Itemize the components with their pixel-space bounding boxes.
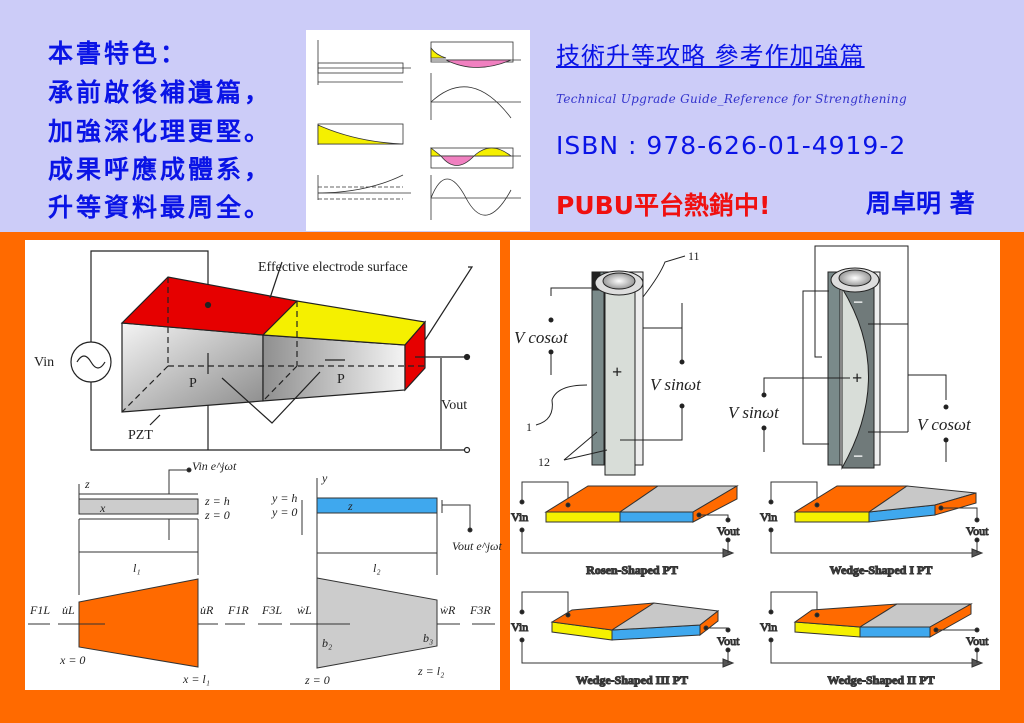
vin-label: Vin [511, 620, 528, 634]
vout-label: Vout [966, 634, 989, 648]
vout-label: Vout [717, 524, 740, 538]
vout-exp-label: Vout e^jωt [452, 539, 503, 553]
part-number: 1 [526, 420, 532, 434]
width-label: b₃ [423, 631, 433, 645]
z-0-label: z = 0 [204, 508, 230, 522]
force-label: F3R [469, 603, 491, 617]
pt-face [545, 511, 621, 523]
voltage-label: V sinωt [650, 375, 702, 394]
z-axis-label: z [347, 499, 353, 513]
part-number: 12 [538, 455, 550, 469]
vin-label: Vin [760, 620, 777, 634]
force-label: F3L [261, 603, 282, 617]
vout-label: Vout [966, 524, 989, 538]
l2-label: l₂ [373, 561, 381, 575]
feature-line: 成果呼應成體系， [48, 155, 273, 184]
polarization-label: P [189, 376, 197, 391]
feature-line: 承前啟後補遺篇， [48, 78, 273, 107]
beam-model-figure [28, 467, 495, 669]
plus-sign: + [852, 368, 862, 388]
vin-label: Vin [760, 510, 777, 524]
width-label: b₂ [322, 636, 332, 650]
vin-label: Vin [34, 355, 54, 370]
velocity-label: ẇL [297, 603, 312, 617]
xl1-label: x = l₁ [182, 672, 210, 686]
pt-face [692, 485, 738, 523]
velocity-label: u̇R [200, 603, 214, 617]
velocity-label: ẇR [440, 603, 456, 617]
voltage-label: V cosωt [514, 328, 569, 347]
voltage-label: V sinωt [728, 403, 780, 422]
voltage-label: V cosωt [917, 415, 972, 434]
pt-caption: Wedge-Shaped I PT [830, 563, 933, 577]
book-title: 技術升等攻略 參考作加強篇 [556, 42, 865, 70]
mode-shape-thumbnail [306, 30, 530, 231]
part-number: 11 [688, 249, 700, 263]
book-subtitle: Technical Upgrade Guide_Reference for St… [556, 92, 907, 106]
isbn: ISBN : 978-626-01-4919-2 [556, 131, 907, 160]
minus-sign: − [853, 292, 863, 312]
minus-sign: − [853, 446, 863, 466]
pzt-label: PZT [128, 428, 153, 443]
y-0-label: y = 0 [271, 505, 297, 519]
tube-transducer-figure [535, 245, 949, 476]
y-axis-label: y [321, 471, 328, 485]
vin-exp-label: Vin e^jωt [192, 459, 237, 473]
pt-face [859, 626, 931, 638]
author: 周卓明 著 [866, 189, 975, 218]
pt-caption: Wedge-Shaped III PT [576, 673, 688, 687]
pt-face [794, 511, 870, 523]
plus-sign: + [612, 362, 622, 382]
pzt-transformer-figure [70, 250, 474, 454]
z-h-label: z = h [204, 494, 230, 508]
vout-label: Vout [441, 398, 467, 413]
pt-face [934, 492, 977, 516]
x0-label: x = 0 [59, 653, 85, 667]
l1-label: l₁ [133, 561, 141, 575]
electrode-label: Effective electrode surface [258, 260, 408, 275]
x-axis-label: x [99, 501, 106, 515]
feature-line: 加強深化理更堅。 [48, 117, 273, 146]
pt-face [929, 603, 972, 638]
pt-caption: Wedge-Shaped II PT [827, 673, 934, 687]
velocity-label: u̇L [62, 603, 75, 617]
promo-text: PUBU平台熱銷中! [556, 191, 771, 220]
vin-label: Vin [511, 510, 528, 524]
y-h-label: y = h [271, 491, 297, 505]
vout-label: Vout [717, 634, 740, 648]
force-label: F1L [29, 603, 50, 617]
feature-line: 升等資料最周全。 [48, 193, 273, 222]
zl2-label: z = l₂ [417, 664, 444, 678]
pt-face [619, 511, 694, 523]
force-label: F1R [227, 603, 249, 617]
z-axis-label: z [84, 477, 90, 491]
pt-caption: Rosen-Shaped PT [586, 563, 678, 577]
z0-label: z = 0 [304, 673, 330, 687]
features-heading: 本書特色： [48, 39, 189, 68]
polarization-label: P [337, 372, 345, 387]
